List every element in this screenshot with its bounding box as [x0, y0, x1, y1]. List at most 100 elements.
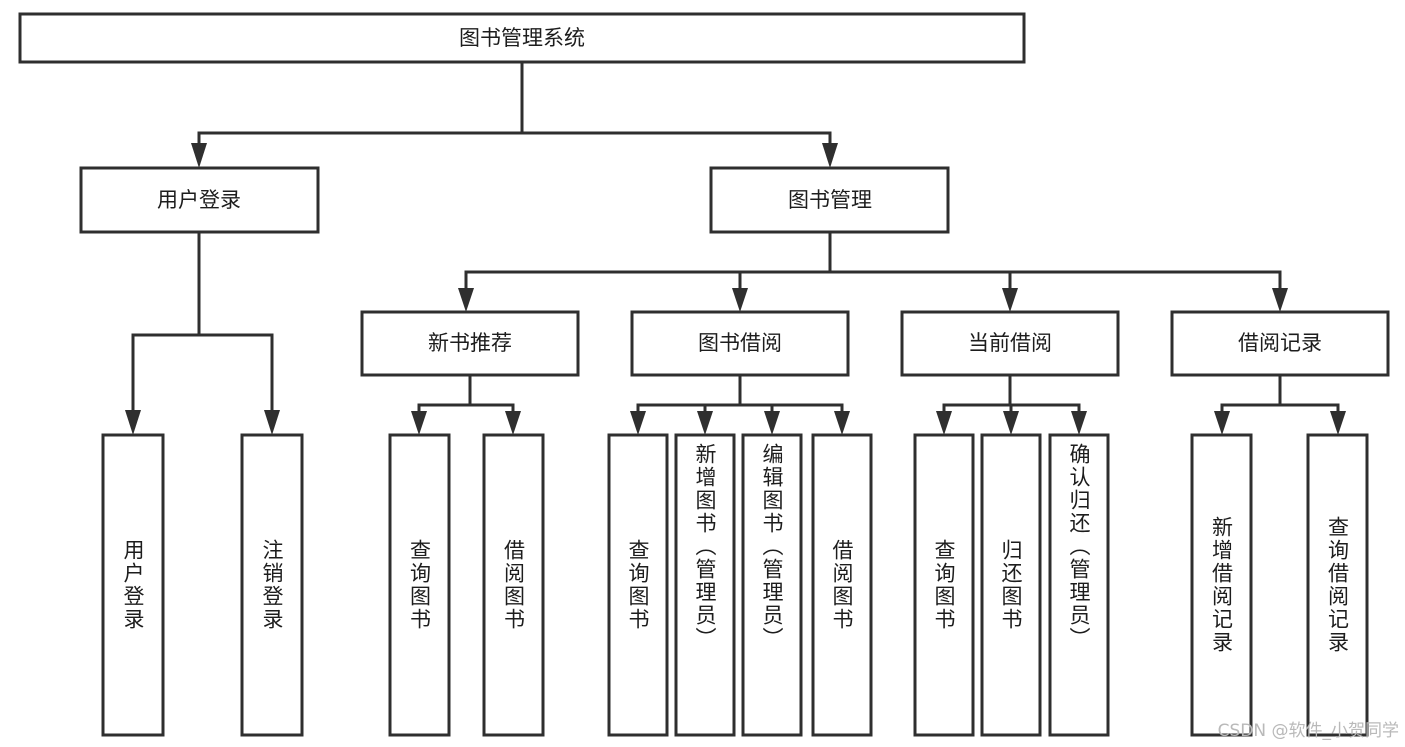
node-leaf-confirm-return[interactable]	[1048, 433, 1110, 737]
leaf-label-query-book-2: 查询图书	[626, 539, 650, 631]
node-box-leaf-query-record[interactable]	[1306, 433, 1369, 737]
node-label-new-book-recommend: 新书推荐	[428, 331, 512, 355]
node-box-leaf-query-book-3[interactable]	[913, 433, 975, 737]
node-label-user-login: 用户登录	[157, 188, 241, 212]
leaf-label-user-login-wrap: 用户登录	[103, 435, 163, 735]
arrow-head-current-borrow	[1002, 288, 1018, 312]
node-leaf-user-login[interactable]	[101, 433, 165, 737]
arrow-head-new-book-recommend	[458, 288, 474, 312]
node-leaf-add-record[interactable]	[1190, 433, 1253, 737]
node-book-borrow[interactable]: 图书借阅	[630, 310, 850, 377]
connector-group-book-borrow	[630, 373, 850, 435]
node-borrow-record[interactable]: 借阅记录	[1170, 310, 1390, 377]
node-box-leaf-query-book-1[interactable]	[388, 433, 451, 737]
leaf-label-user-logout-wrap: 注销登录	[242, 435, 302, 735]
arrow-head-leaf-borrow-book-1	[505, 411, 521, 435]
node-box-leaf-user-logout[interactable]	[240, 433, 304, 737]
leaf-label-query-record: 查询借阅记录	[1325, 516, 1350, 654]
node-box-leaf-return-book[interactable]	[980, 433, 1042, 737]
node-current-borrow[interactable]: 当前借阅	[900, 310, 1120, 377]
node-box-leaf-borrow-book-2[interactable]	[811, 433, 873, 737]
node-leaf-borrow-book-2[interactable]	[811, 433, 873, 737]
leaf-label-add-record: 新增借阅记录	[1209, 516, 1234, 654]
arrow-head-leaf-query-book-3	[936, 411, 952, 435]
leaf-label-edit-book: 编辑图书（管理员）	[760, 443, 784, 650]
node-book-manage[interactable]: 图书管理	[709, 166, 950, 234]
arrow-head-leaf-edit-book	[764, 411, 780, 435]
leaf-label-query-record-wrap: 查询借阅记录	[1308, 435, 1367, 735]
node-leaf-query-book-3[interactable]	[913, 433, 975, 737]
arrow-head-leaf-add-book	[697, 411, 713, 435]
connector-group-new-book-recommend	[411, 373, 521, 435]
node-box-user-login[interactable]	[79, 166, 320, 234]
node-leaf-add-book[interactable]	[674, 433, 736, 737]
connector-group-book-manage	[458, 230, 1288, 312]
node-box-leaf-edit-book[interactable]	[741, 433, 803, 737]
arrow-head-leaf-borrow-book-2	[834, 411, 850, 435]
node-box-leaf-user-login[interactable]	[101, 433, 165, 737]
node-box-leaf-add-record[interactable]	[1190, 433, 1253, 737]
leaf-label-return-book-wrap: 归还图书	[982, 435, 1040, 735]
node-box-book-manage[interactable]	[709, 166, 950, 234]
arrow-head-leaf-user-login	[125, 410, 141, 435]
node-leaf-query-record[interactable]	[1306, 433, 1369, 737]
node-leaf-edit-book[interactable]	[741, 433, 803, 737]
arrow-head-book-borrow	[732, 288, 748, 312]
leaf-label-confirm-return-wrap: 确认归还（管理员）	[1050, 435, 1108, 735]
node-label-book-manage: 图书管理	[788, 188, 872, 212]
leaf-label-borrow-book-1: 借阅图书	[501, 539, 526, 631]
node-box-leaf-borrow-book-1[interactable]	[482, 433, 545, 737]
arrow-head-leaf-user-logout	[264, 410, 280, 435]
node-new-book-recommend[interactable]: 新书推荐	[360, 310, 580, 377]
leaf-label-add-book: 新增图书（管理员）	[693, 443, 717, 650]
arrow-head-leaf-confirm-return	[1071, 411, 1087, 435]
node-label-book-borrow: 图书借阅	[698, 331, 782, 355]
leaf-label-edit-book-wrap: 编辑图书（管理员）	[743, 435, 801, 735]
leaf-label-query-book-3: 查询图书	[932, 539, 956, 631]
node-box-leaf-query-book-2[interactable]	[607, 433, 669, 737]
node-box-current-borrow[interactable]	[900, 310, 1120, 377]
arrow-head-leaf-query-book-1	[411, 411, 427, 435]
node-leaf-borrow-book-1[interactable]	[482, 433, 545, 737]
leaf-label-user-login: 用户登录	[121, 539, 145, 631]
connector-group-user-login	[125, 230, 280, 435]
leaf-label-return-book: 归还图书	[999, 539, 1023, 631]
node-leaf-query-book-2[interactable]	[607, 433, 669, 737]
leaf-label-borrow-book-2-wrap: 借阅图书	[813, 435, 871, 735]
arrow-head-leaf-query-book-2	[630, 411, 646, 435]
node-box-borrow-record[interactable]	[1170, 310, 1390, 377]
leaf-label-query-book-3-wrap: 查询图书	[915, 435, 973, 735]
arrow-head-book-manage	[822, 143, 838, 168]
connector-group-borrow-record	[1214, 373, 1346, 435]
node-leaf-return-book[interactable]	[980, 433, 1042, 737]
arrow-head-leaf-add-record	[1214, 411, 1230, 435]
arrow-head-borrow-record	[1272, 288, 1288, 312]
node-label-borrow-record: 借阅记录	[1238, 331, 1322, 355]
leaf-label-add-record-wrap: 新增借阅记录	[1192, 435, 1251, 735]
leaf-label-borrow-book-2: 借阅图书	[830, 539, 854, 631]
leaf-label-query-book-2-wrap: 查询图书	[609, 435, 667, 735]
connector-group-root	[191, 60, 838, 168]
node-user-login[interactable]: 用户登录	[79, 166, 320, 234]
leaf-label-add-book-wrap: 新增图书（管理员）	[676, 435, 734, 735]
arrow-head-user-login	[191, 143, 207, 168]
leaf-label-borrow-book-1-wrap: 借阅图书	[484, 435, 543, 735]
node-leaf-user-logout[interactable]	[240, 433, 304, 737]
connector-group-current-borrow	[936, 373, 1087, 435]
node-box-book-borrow[interactable]	[630, 310, 850, 377]
node-leaf-query-book-1[interactable]	[388, 433, 451, 737]
node-label-current-borrow: 当前借阅	[968, 331, 1052, 355]
node-box-leaf-add-book[interactable]	[674, 433, 736, 737]
arrow-head-leaf-return-book	[1003, 411, 1019, 435]
leaf-label-query-book-1-wrap: 查询图书	[390, 435, 449, 735]
leaf-label-confirm-return: 确认归还（管理员）	[1067, 443, 1091, 650]
node-box-root[interactable]	[18, 12, 1026, 64]
node-box-new-book-recommend[interactable]	[360, 310, 580, 377]
node-root-book-management-system[interactable]: 图书管理系统	[18, 12, 1026, 64]
arrow-head-leaf-query-record	[1330, 411, 1346, 435]
leaf-label-query-book-1: 查询图书	[407, 539, 432, 631]
node-box-leaf-confirm-return[interactable]	[1048, 433, 1110, 737]
leaf-label-user-logout: 注销登录	[260, 539, 284, 631]
